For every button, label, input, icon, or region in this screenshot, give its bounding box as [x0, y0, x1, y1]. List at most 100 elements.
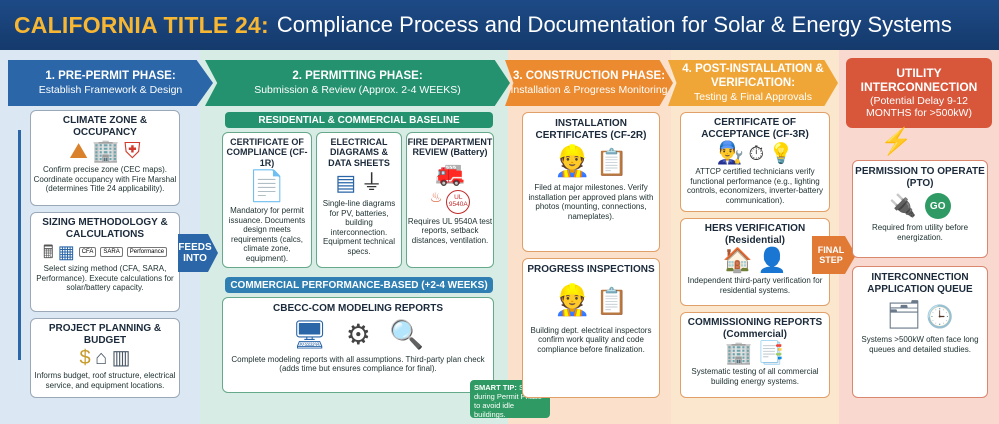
card-text: Confirm precise zone (CEC maps). Coordin…: [33, 165, 177, 194]
card-title: FIRE DEPARTMENT REVIEW (Battery): [407, 137, 493, 158]
card-title: PROGRESS INSPECTIONS: [527, 264, 655, 275]
transmission-tower-icon: ⚡: [880, 126, 913, 156]
construction-worker-icon: 👷: [553, 145, 592, 178]
money-icon: $: [79, 347, 91, 369]
phase-desc: Establish Framework & Design: [38, 83, 183, 96]
plug-icon: 🔌: [889, 193, 917, 218]
card-text: ATTCP certified technicians verify funct…: [686, 167, 824, 205]
phase-header-construction: 3. CONSTRUCTION PHASE: Installation & Pr…: [505, 60, 673, 106]
pto-card: PERMISSION TO OPERATE (PTO) 🔌 GO Require…: [852, 160, 988, 258]
document-stack-icon: 🗂: [886, 299, 922, 330]
progress-inspections-card: PROGRESS INSPECTIONS 👷 📋 Building dept. …: [522, 258, 660, 398]
feeds-into-label: FEEDS INTO: [178, 241, 212, 265]
phase-name: UTILITY INTERCONNECTION: [860, 66, 978, 95]
go-badge: GO: [924, 193, 951, 219]
cbecc-card: CBECC-COM MODELING REPORTS 🖥 ⚙ 🔍 Complet…: [222, 297, 494, 393]
sizing-methodology-card: SIZING METHODOLOGY & CALCULATIONS 🖩 ▦ CF…: [30, 212, 180, 312]
interconnection-queue-card: INTERCONNECTION APPLICATION QUEUE 🗂 🕒 Sy…: [852, 266, 988, 398]
card-text: Building dept. electrical inspectors con…: [530, 325, 652, 354]
sizing-tag: SARA: [100, 247, 123, 257]
card-text: Filed at major milestones. Verify instal…: [528, 183, 654, 221]
residential-baseline-band: RESIDENTIAL & COMMERCIAL BASELINE: [225, 112, 493, 128]
circuit-diagram-icon: ⏚: [360, 170, 383, 196]
phase-desc: Installation & Progress Monitoring: [510, 83, 668, 96]
card-title: COMMISSIONING REPORTS (Commercial): [687, 317, 823, 340]
fire-badge-icon: ⛨: [124, 138, 141, 163]
ul-badge: UL 9540A: [446, 189, 471, 214]
project-planning-card: PROJECT PLANNING & BUDGET $ ⌂ ▥ Informs …: [30, 318, 180, 398]
technician-icon: 👨‍🔧: [716, 140, 744, 165]
gear-icon: ⚙: [345, 318, 371, 350]
phase-desc: Testing & Final Approvals: [694, 90, 812, 103]
phase-name: 2. PERMITTING PHASE:: [292, 69, 423, 82]
california-map-icon: ⛰: [69, 138, 88, 163]
lightbulb-icon: 💡: [768, 143, 794, 165]
card-title: HERS VERIFICATION (Residential): [704, 223, 806, 246]
feeds-into-arrow: FEEDS INTO: [178, 234, 218, 272]
card-title: CLIMATE ZONE & OCCUPANCY: [62, 115, 148, 138]
card-title: INTERCONNECTION APPLICATION QUEUE: [867, 272, 973, 295]
fire-department-card: FIRE DEPARTMENT REVIEW (Battery) 🚒 ♨ UL …: [406, 132, 494, 268]
energy-rating-house-icon: 🏠: [722, 247, 753, 274]
sizing-tag: Performance: [126, 247, 168, 257]
clipboard-icon: 📋: [595, 285, 629, 316]
climate-zone-card: CLIMATE ZONE & OCCUPANCY ⛰ 🏢 ⛨ Confirm p…: [30, 110, 180, 206]
card-title: PERMISSION TO OPERATE (PTO): [855, 166, 985, 189]
card-text: Single-line diagrams for PV, batteries, …: [322, 199, 396, 256]
phase-name: 1. PRE-PERMIT PHASE:: [45, 69, 176, 82]
page-subtitle: Compliance Process and Documentation for…: [276, 12, 952, 37]
connector-line: [18, 130, 21, 360]
card-title: CERTIFICATE OF COMPLIANCE (CF-1R): [226, 137, 308, 168]
meter-icon: ⏱: [748, 143, 765, 165]
card-title: PROJECT PLANNING & BUDGET: [48, 323, 162, 346]
card-title: CBECC-COM MODELING REPORTS: [273, 303, 443, 314]
inspector-icon: 👷: [553, 283, 592, 317]
phase-header-utility: UTILITY INTERCONNECTION (Potential Delay…: [846, 58, 992, 128]
phase-header-pre-permit: 1. PRE-PERMIT PHASE: Establish Framework…: [8, 60, 213, 106]
final-step-label: FINAL STEP: [817, 244, 845, 265]
phase-header-post-installation: 4. POST-INSTALLATION & VERIFICATION: Tes…: [668, 60, 838, 106]
card-title: ELECTRICAL DIAGRAMS & DATA SHEETS: [328, 137, 390, 168]
phase-header-permitting: 2. PERMITTING PHASE: Submission & Review…: [205, 60, 510, 106]
card-text: Select sizing method (CFA, SARA, Perform…: [36, 264, 174, 293]
commissioning-card: COMMISSIONING REPORTS (Commercial) 🏢 📑 S…: [680, 312, 830, 398]
card-text: Requires UL 9540A test reports, setback …: [407, 216, 493, 245]
smart-tip: SMART TIP: Submit during Permit Phase to…: [470, 380, 550, 419]
cf3r-card: CERTIFICATE OF ACCEPTANCE (CF-3R) 👨‍🔧 ⏱ …: [680, 112, 830, 212]
calculator-icon: 🖩: [42, 242, 54, 262]
card-text: Informs budget, roof structure, electric…: [34, 371, 176, 390]
verifier-person-icon: 👤: [757, 247, 788, 274]
card-text: Independent third-party verification for…: [687, 276, 823, 295]
cf2r-card: INSTALLATION CERTIFICATES (CF-2R) 👷 📋 Fi…: [522, 112, 660, 252]
card-title: SIZING METHODOLOGY & CALCULATIONS: [42, 217, 168, 240]
solar-panel-icon: ▤: [335, 170, 357, 196]
phase-desc: Submission & Review (Approx. 2-4 WEEKS): [254, 83, 461, 96]
card-title: CERTIFICATE OF ACCEPTANCE (CF-3R): [701, 117, 809, 140]
blueprint-icon: ▦: [57, 242, 75, 262]
card-text: Mandatory for permit issuance. Documents…: [228, 206, 306, 263]
smart-tip-label: SMART TIP:: [474, 383, 517, 392]
report-document-icon: 📑: [757, 340, 785, 365]
fire-truck-icon: 🚒: [435, 159, 465, 187]
sizing-tag: CFA: [78, 247, 97, 257]
phase-desc: (Potential Delay 9-12 MONTHS for >500kW): [866, 94, 972, 120]
flame-icon: ♨: [429, 188, 443, 205]
cf1r-card: CERTIFICATE OF COMPLIANCE (CF-1R) 📄 Mand…: [222, 132, 312, 268]
house-icon: ⌂: [95, 347, 108, 369]
title-bar: CALIFORNIA TITLE 24: Compliance Process …: [0, 0, 999, 50]
card-text: Systems >500kW often face long queues an…: [861, 335, 979, 354]
office-building-icon: 🏢: [725, 340, 753, 365]
card-text: Required from utility before energizatio…: [871, 223, 969, 242]
page-title: CALIFORNIA TITLE 24:: [14, 11, 269, 38]
phase-name: 4. POST-INSTALLATION & VERIFICATION:: [682, 62, 824, 89]
phase-name: 3. CONSTRUCTION PHASE:: [512, 69, 666, 82]
card-text: Systematic testing of all commercial bui…: [691, 367, 819, 386]
electrical-diagrams-card: ELECTRICAL DIAGRAMS & DATA SHEETS ▤ ⏚ Si…: [316, 132, 402, 268]
commercial-band: COMMERCIAL PERFORMANCE-BASED (+2-4 WEEKS…: [225, 277, 493, 293]
hers-verification-card: HERS VERIFICATION (Residential) 🏠 👤 Inde…: [680, 218, 830, 306]
card-text: Complete modeling reports with all assum…: [231, 354, 485, 374]
card-title: INSTALLATION CERTIFICATES (CF-2R): [535, 118, 647, 141]
magnifier-user-icon: 🔍: [389, 318, 425, 350]
checklist-icon: 📋: [595, 147, 629, 177]
building-icon: 🏢: [92, 138, 120, 163]
